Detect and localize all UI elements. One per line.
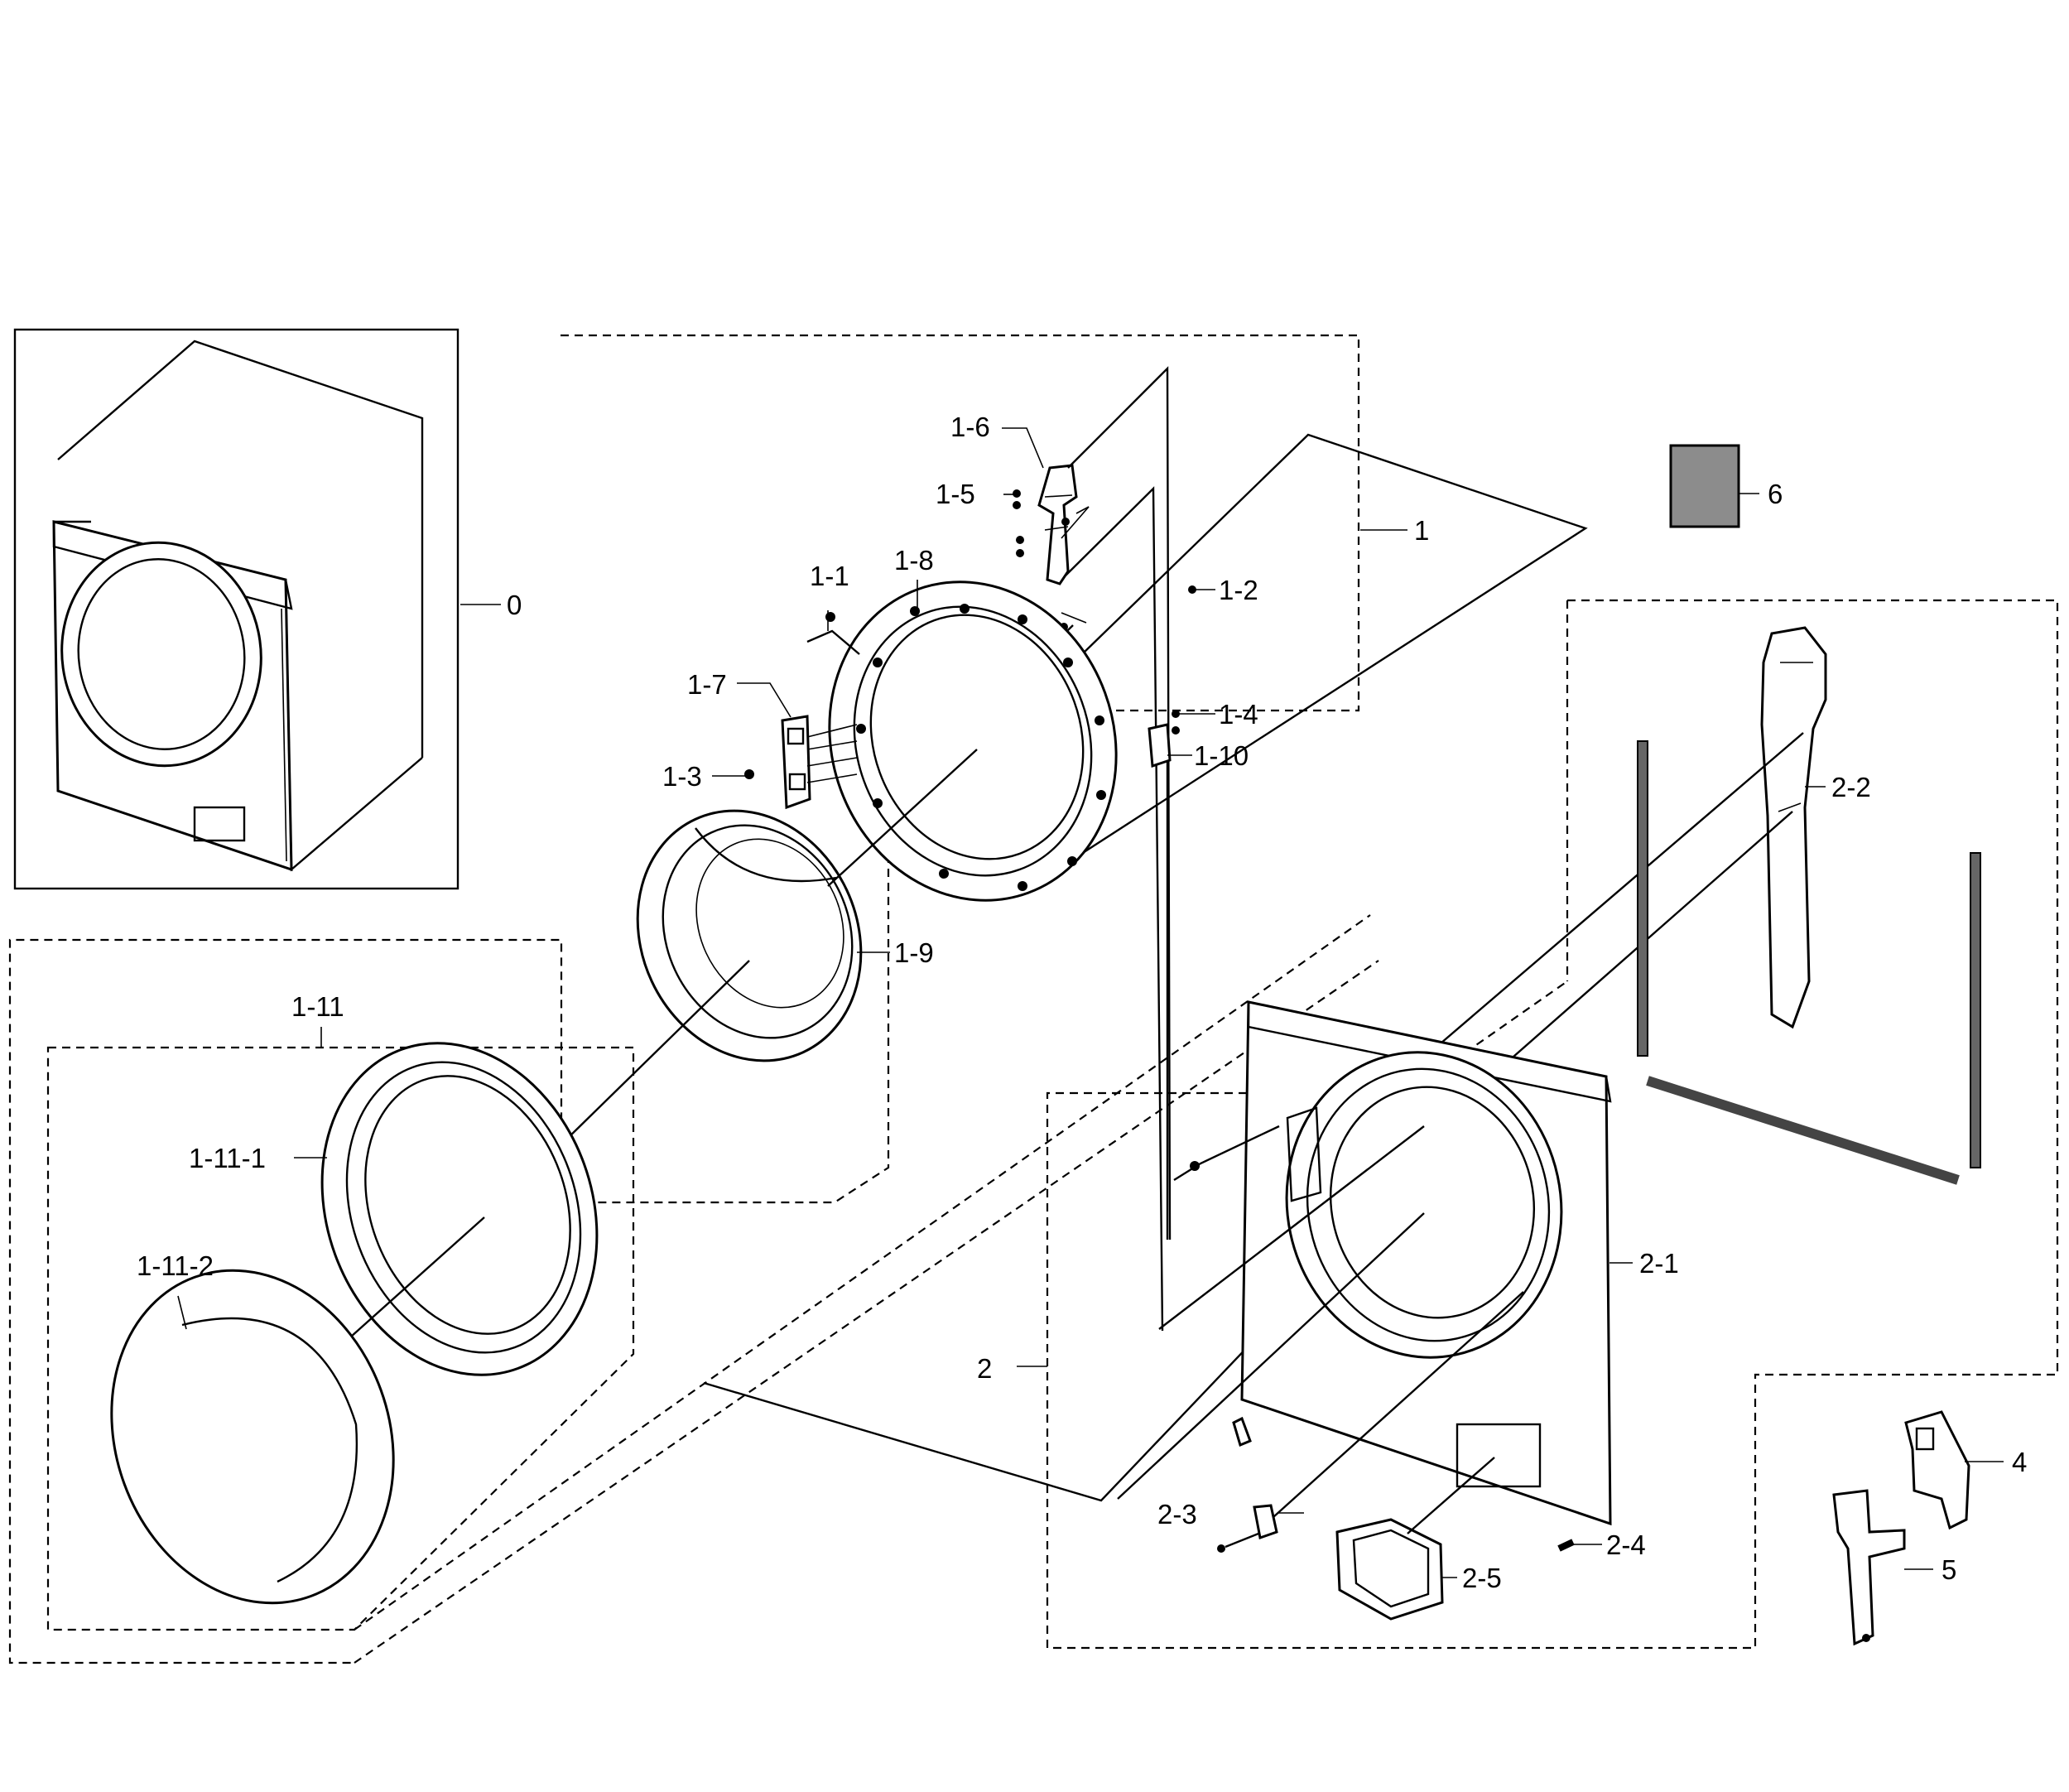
assembly-0-box	[13, 328, 460, 890]
assembly-1-11-dashed-box	[46, 1046, 635, 1631]
label-part-6: 6	[1768, 479, 1783, 509]
label-part-4: 4	[2012, 1447, 2027, 1477]
guide-hinge-1	[1067, 366, 1172, 1240]
label-part-1-2: 1-2	[1219, 575, 1258, 605]
guide-hinge-2	[1065, 486, 1164, 1332]
label-part-1-3: 1-3	[662, 761, 702, 792]
screw-1-5-c	[1016, 536, 1024, 544]
label-part-2-4: 2-4	[1606, 1529, 1646, 1560]
hinge-part-1-6	[1037, 464, 1078, 585]
inner-door-glass-1-9	[636, 809, 863, 1062]
door-trim-ring-1-8	[828, 580, 1118, 902]
bracket-part-4	[1904, 1410, 1970, 1530]
label-part-1-4: 1-4	[1219, 699, 1258, 730]
outer-door-ring-1-11-1	[320, 1042, 599, 1376]
assembly-1-11-inner-dashed-connector	[354, 914, 1371, 1631]
screw-hinge-e	[1061, 518, 1070, 526]
label-part-1-6: 1-6	[950, 412, 990, 442]
guide-1-9b	[562, 960, 750, 1144]
hinge-bracket-1-7	[781, 715, 811, 810]
bracket-2-3	[1232, 1416, 1278, 1539]
door-latch-1-10	[1148, 723, 1172, 768]
assembly-1-dashed-boundary	[8, 334, 1360, 1664]
label-part-0: 0	[507, 590, 522, 620]
label-part-2-1: 2-1	[1639, 1248, 1679, 1279]
label-part-5: 5	[1941, 1554, 1956, 1585]
label-part-1-7: 1-7	[687, 669, 727, 700]
guide-1-9	[827, 749, 978, 887]
label-part-1-1: 1-1	[810, 561, 849, 591]
label-part-1-5: 1-5	[936, 479, 975, 509]
screw-1-5-a	[1013, 489, 1021, 498]
label-part-2-2: 2-2	[1831, 772, 1871, 802]
bottom-strip	[1646, 1076, 1960, 1185]
label-part-2-5: 2-5	[1462, 1563, 1502, 1593]
assembly-1-11-to-2-dashed-connector	[354, 960, 1379, 1664]
label-part-1-10: 1-10	[1194, 740, 1249, 771]
bracket-part-5	[1832, 1489, 1906, 1646]
screw-1-5-d	[1016, 549, 1024, 557]
label-part-2: 2	[977, 1353, 992, 1384]
label-part-1-8: 1-8	[894, 545, 934, 576]
label-part-1: 1	[1414, 515, 1429, 546]
side-strip-right	[1970, 852, 1981, 1168]
screw-1-5-b	[1013, 501, 1021, 509]
side-strip-left	[1637, 740, 1648, 1057]
label-part-1-9: 1-9	[894, 937, 934, 968]
label-part-1-11-2: 1-11-2	[137, 1250, 214, 1281]
label-part-2-3: 2-3	[1157, 1499, 1197, 1529]
front-panel-2-1	[1240, 1000, 1612, 1526]
dryer-complete-unit	[52, 340, 424, 872]
box-2-5	[1335, 1518, 1444, 1621]
screw-2-4	[1557, 1539, 1575, 1552]
door-cover-1-11-2	[110, 1269, 395, 1605]
door-frame-outline-1	[1075, 433, 1588, 859]
label-part-1-11: 1-11	[291, 991, 344, 1022]
guide-1-11-1	[326, 1216, 485, 1359]
filter-panel-6	[1669, 444, 1740, 528]
frame-rail-2-2	[1760, 626, 1827, 1029]
label-part-1-11-1: 1-11-1	[189, 1143, 266, 1173]
